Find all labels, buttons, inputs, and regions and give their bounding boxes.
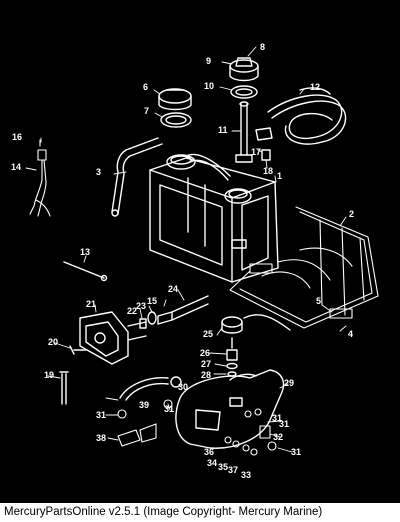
clamps-and-fittings — [117, 399, 277, 456]
callout-25: 25 — [203, 329, 213, 339]
callout-14: 14 — [11, 162, 21, 172]
callout-3: 3 — [96, 167, 101, 177]
fuel-pump-assembly — [69, 311, 147, 365]
callout-9: 9 — [206, 56, 211, 66]
callout-36: 36 — [204, 447, 214, 457]
fuel-gauge-sender — [221, 314, 291, 377]
portable-tank — [175, 369, 285, 449]
callout-10: 10 — [204, 81, 214, 91]
callout-39: 39 — [139, 400, 149, 410]
callout-38: 38 — [96, 433, 106, 443]
callout-4: 4 — [348, 329, 353, 339]
callout-11: 11 — [218, 125, 228, 135]
callout-12: 12 — [310, 82, 320, 92]
tank-tray — [229, 206, 379, 329]
callout-7: 7 — [144, 106, 149, 116]
callout-30: 30 — [178, 382, 188, 392]
callout-37: 37 — [228, 465, 238, 475]
callout-33: 33 — [241, 470, 251, 480]
fitting-parts — [139, 295, 209, 329]
fuel-tank — [149, 153, 279, 283]
callout-28: 28 — [201, 370, 211, 380]
callout-24: 24 — [168, 284, 178, 294]
callout-19: 19 — [44, 370, 54, 380]
callout-31-b: 31 — [164, 404, 174, 414]
leader-lines — [25, 46, 347, 453]
callout-26: 26 — [200, 348, 210, 358]
fuel-cap — [158, 88, 192, 111]
gauge-gasket — [230, 85, 258, 99]
callout-32: 32 — [273, 432, 283, 442]
exploded-parts-diagram: 1 2 3 4 5 6 7 8 9 10 11 12 13 14 15 16 1… — [11, 42, 379, 480]
callout-21: 21 — [86, 299, 96, 309]
callout-18: 18 — [263, 166, 273, 176]
callout-16: 16 — [12, 132, 22, 142]
callout-34: 34 — [207, 458, 217, 468]
hold-down-strap — [111, 137, 163, 217]
callout-5: 5 — [316, 296, 321, 306]
callout-29: 29 — [284, 378, 294, 388]
callout-20: 20 — [48, 337, 58, 347]
callout-31-d: 31 — [291, 447, 301, 457]
callout-23: 23 — [136, 301, 146, 311]
callout-15: 15 — [147, 296, 157, 306]
copyright-footer: MercuryPartsOnline v2.5.1 (Image Copyrig… — [0, 503, 400, 522]
retaining-rod — [63, 261, 108, 282]
fuel-hose-section — [119, 376, 182, 401]
wire-harness — [29, 139, 51, 217]
callout-35: 35 — [218, 462, 228, 472]
callout-6: 6 — [143, 82, 148, 92]
callout-17: 17 — [251, 147, 261, 157]
fuel-gauge-cap — [229, 57, 259, 82]
callout-31-a: 31 — [96, 410, 106, 420]
callout-31-c: 31 — [272, 413, 282, 423]
callout-1: 1 — [277, 171, 282, 181]
callout-2: 2 — [349, 209, 354, 219]
callout-13: 13 — [80, 247, 90, 257]
cap-gasket — [160, 112, 192, 128]
fuel-line-coil — [267, 87, 347, 145]
callout-31-e: 31 — [279, 419, 289, 429]
callout-8: 8 — [260, 42, 265, 52]
callout-27: 27 — [201, 359, 211, 369]
callout-22: 22 — [127, 306, 137, 316]
pickup-tube-small — [59, 371, 69, 405]
fuel-pickup-tube — [235, 101, 253, 163]
